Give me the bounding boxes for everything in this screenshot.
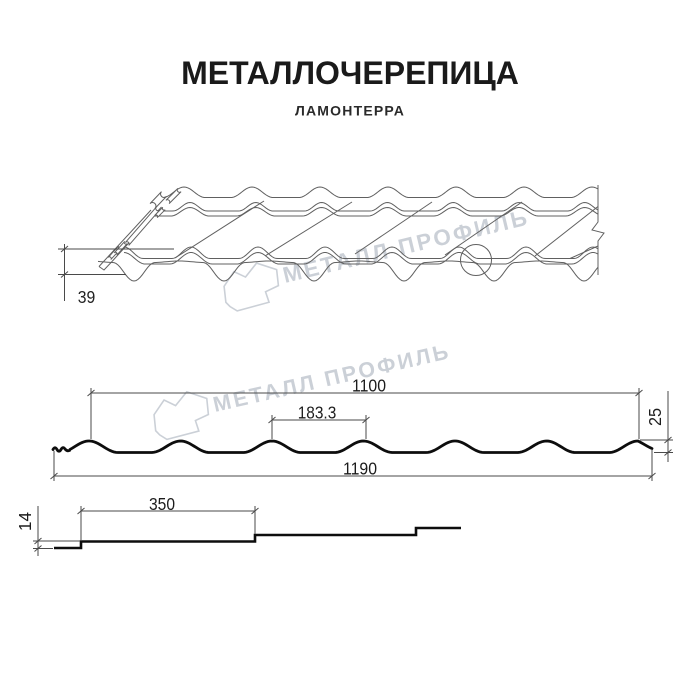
svg-text:1190: 1190 (343, 459, 377, 479)
svg-text:МЕТАЛЛОЧЕРЕПИЦА: МЕТАЛЛОЧЕРЕПИЦА (181, 55, 519, 91)
svg-text:350: 350 (149, 494, 175, 514)
svg-text:25: 25 (645, 408, 665, 426)
svg-text:ЛАМОНТЕРРА: ЛАМОНТЕРРА (295, 103, 405, 119)
svg-text:14: 14 (15, 512, 35, 531)
svg-text:183.3: 183.3 (298, 403, 337, 423)
svg-text:39: 39 (78, 287, 96, 307)
svg-text:1100: 1100 (352, 376, 386, 396)
